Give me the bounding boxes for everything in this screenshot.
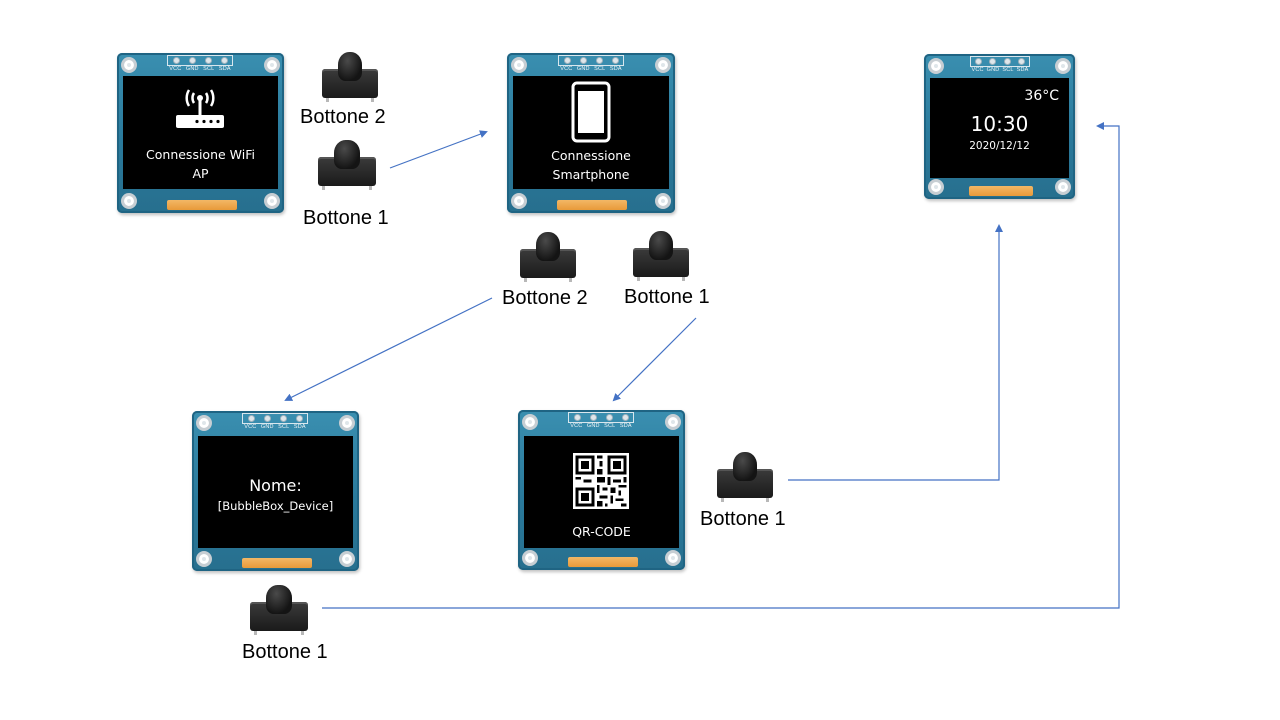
- button-label: Bottone 1: [242, 641, 328, 663]
- screen-line-2: AP: [192, 166, 209, 181]
- mount-hole: [121, 193, 137, 209]
- button-label: Bottone 2: [502, 287, 588, 309]
- mount-hole: [121, 57, 137, 73]
- device-name-label: Nome:: [249, 476, 302, 495]
- ribbon-cable: [242, 558, 312, 568]
- wifi-router-icon: [176, 89, 224, 128]
- mount-hole: [511, 57, 527, 73]
- oled-screen: Nome: [BubbleBox_Device]: [198, 436, 353, 548]
- qr-code-label: QR-CODE: [572, 524, 631, 539]
- push-button-1[interactable]: [318, 140, 376, 190]
- arrow-smartphone-to-qr: [612, 317, 697, 402]
- push-button-2[interactable]: [322, 52, 378, 102]
- mount-hole: [196, 415, 212, 431]
- mount-hole: [511, 193, 527, 209]
- mount-hole: [1055, 58, 1071, 74]
- push-button-2[interactable]: [520, 232, 576, 282]
- mount-hole: [655, 57, 671, 73]
- oled-screen: Connessione Smartphone: [513, 76, 669, 189]
- push-button-1[interactable]: [250, 585, 308, 635]
- ribbon-cable: [568, 557, 638, 567]
- screen-line-2: Smartphone: [552, 167, 630, 182]
- mount-hole: [264, 193, 280, 209]
- push-button-1[interactable]: [717, 452, 773, 502]
- button-label: Bottone 1: [303, 207, 389, 229]
- qr-code-icon: [573, 453, 629, 509]
- temperature-readout: 36°C: [1024, 88, 1059, 104]
- pin-header: [970, 56, 1030, 67]
- pin-header: [568, 412, 634, 423]
- arrow-qr-to-clock: [788, 224, 1003, 481]
- mount-hole: [665, 550, 681, 566]
- mount-hole: [264, 57, 280, 73]
- oled-screen: QR-CODE: [524, 436, 679, 548]
- mount-hole: [522, 414, 538, 430]
- mount-hole: [522, 550, 538, 566]
- arrow-wifi-to-smartphone: [389, 130, 488, 169]
- button-label: Bottone 2: [300, 106, 386, 128]
- push-button-1[interactable]: [633, 231, 689, 281]
- ribbon-cable: [969, 186, 1033, 196]
- mount-hole: [196, 551, 212, 567]
- ribbon-cable: [167, 200, 237, 210]
- arrow-smartphone-to-name: [284, 297, 493, 401]
- mount-hole: [928, 58, 944, 74]
- time-readout: 10:30: [970, 112, 1029, 136]
- pin-header: [242, 413, 308, 424]
- device-name-value: [BubbleBox_Device]: [217, 499, 334, 513]
- date-readout: 2020/12/12: [969, 140, 1030, 152]
- screen-line-1: Connessione WiFi: [146, 147, 255, 162]
- mount-hole: [665, 414, 681, 430]
- screen-line-1: Connessione: [551, 148, 631, 163]
- mount-hole: [339, 551, 355, 567]
- oled-screen: 36°C 10:30 2020/12/12: [930, 78, 1069, 178]
- pin-header: [167, 55, 233, 66]
- mount-hole: [1055, 179, 1071, 195]
- mount-hole: [928, 179, 944, 195]
- mount-hole: [655, 193, 671, 209]
- smartphone-icon: [571, 81, 611, 143]
- ribbon-cable: [557, 200, 627, 210]
- oled-screen: Connessione WiFi AP: [123, 76, 278, 189]
- button-label: Bottone 1: [624, 286, 710, 308]
- button-label: Bottone 1: [700, 508, 786, 530]
- pin-header: [558, 55, 624, 66]
- mount-hole: [339, 415, 355, 431]
